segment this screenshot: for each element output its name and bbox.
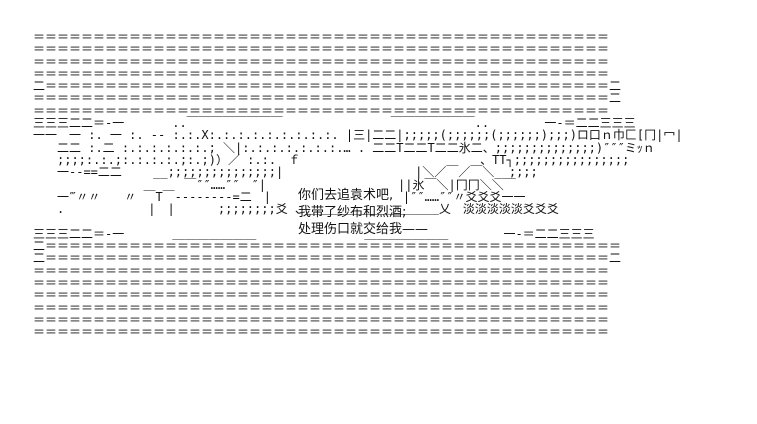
art-line: ＝＝＝＝＝＝＝＝＝＝＝＝＝＝＝＝＝＝＝＝＝＝＝＝＝＝＝＝＝＝＝＝＝＝＝＝＝＝＝＝… bbox=[33, 30, 610, 44]
art-line: ＝＝＝＝＝＝＝＝＝＝＝＝＝＝＝＝＝＝＝＝＝＝＝＝＝＝＝＝＝＝＝＝＝＝＝＝＝＝＝＝… bbox=[33, 91, 622, 106]
art-line: 一--==二二 __;;;;;;;;;;;;;;;| |＼／￣／￣＼__;;;; bbox=[33, 165, 538, 180]
art-line: ＝＝＝＝＝＝＝＝＝＝＝＝＝＝＝＝＝＝＝＝＝＝＝＝＝＝＝＝＝＝＝＝＝＝＝＝＝＝＝＝… bbox=[33, 54, 610, 69]
art-line: 一一 一 :. 一 :. -- :.:.X:.:.:.:.:.:.:.:.:. … bbox=[33, 128, 683, 143]
speech-line-3: 处理伤口就交给我—— bbox=[298, 222, 429, 237]
art-line: 二＝＝＝＝＝＝＝＝＝＝＝＝＝＝＝＝＝＝＝＝＝＝＝＝＝＝＝＝＝＝＝＝＝＝＝＝＝＝＝… bbox=[33, 251, 622, 266]
speech-line-2: 我带了纱布和烈酒; bbox=[298, 205, 407, 220]
art-line: 三三三二二＝-一 ＿＿＿＿＿＿＿ ＿＿＿＿＿＿＿ 一-＝二二三三三 bbox=[33, 226, 595, 241]
speech-bubble: 你们去追袁术吧, 我带了纱布和烈酒; 处理伤口就交给我—— bbox=[282, 183, 472, 263]
art-line: ＝＝＝＝＝＝＝＝＝＝＝＝＝＝＝＝＝＝＝＝＝＝＝＝＝＝＝＝＝＝＝＝＝＝＝＝＝＝＝＝… bbox=[33, 325, 610, 340]
art-line: ＝＝＝＝＝＝＝＝＝＝＝＝＝＝＝＝＝＝＝＝＝＝＝＝＝＝＝＝＝＝＝＝＝＝＝＝＝＝＝＝… bbox=[33, 103, 610, 118]
art-line: 二＝＝＝＝＝＝＝＝＝＝＝＝＝＝＝＝＝＝＝＝＝＝＝＝＝＝＝＝＝＝＝＝＝＝＝＝＝＝＝… bbox=[33, 239, 622, 254]
art-line: ＝＝＝＝＝＝＝＝＝＝＝＝＝＝＝＝＝＝＝＝＝＝＝＝＝＝＝＝＝＝＝＝＝＝＝＝＝＝＝＝… bbox=[33, 263, 610, 278]
art-line: ＝＝＝＝＝＝＝＝＝＝＝＝＝＝＝＝＝＝＝＝＝＝＝＝＝＝＝＝＝＝＝＝＝＝＝＝＝＝＝＝… bbox=[33, 42, 610, 57]
art-line: . | | ;;;;;;;;爻 、＿＿＿＿＿＿＿＿＿＿＿乂 淡淡淡淡淡爻爻爻 bbox=[33, 202, 559, 217]
ascii-art: ＝＝＝＝＝＝＝＝＝＝＝＝＝＝＝＝＝＝＝＝＝＝＝＝＝＝＝＝＝＝＝＝＝＝＝＝＝＝＝＝… bbox=[33, 30, 683, 340]
art-line: ＝＝＝＝＝＝＝＝＝＝＝＝＝＝＝＝＝＝＝＝＝＝＝＝＝＝＝＝＝＝＝＝＝＝＝＝＝＝＝＝… bbox=[33, 275, 610, 290]
art-line: 一‴〃〃 〃 ￣T￣--------=二 | |″″……″″〃爻爻爻一一 bbox=[33, 189, 526, 204]
art-line: 三三三二二＝-一 ..￣￣￣￣￣￣￣￣ ￣￣￣￣￣￣￣.. 一-＝二二三三三 bbox=[33, 116, 636, 131]
art-line: 二二 :.二 :.:.:.:.:.:.; ＼|:.:.:.:.:.:.:.… .… bbox=[33, 140, 655, 155]
art-line: ＝＝＝＝＝＝＝＝＝＝＝＝＝＝＝＝＝＝＝＝＝＝＝＝＝＝＝＝＝＝＝＝＝＝＝＝＝＝＝＝… bbox=[33, 288, 610, 303]
art-line: ;;;;:.:.;:.:.:.:.;:.;)）／ :.:. ｆ 、TT┐;;;;… bbox=[33, 152, 630, 167]
art-line: 二＝＝＝＝＝＝＝＝＝＝＝＝＝＝＝＝＝＝＝＝＝＝＝＝＝＝＝＝＝＝＝＝＝＝＝＝＝＝＝… bbox=[33, 79, 622, 94]
art-line: ＝＝＝＝＝＝＝＝＝＝＝＝＝＝＝＝＝＝＝＝＝＝＝＝＝＝＝＝＝＝＝＝＝＝＝＝＝＝＝＝… bbox=[33, 312, 610, 327]
art-line: ＝＝＝＝＝＝＝＝＝＝＝＝＝＝＝＝＝＝＝＝＝＝＝＝＝＝＝＝＝＝＝＝＝＝＝＝＝＝＝＝… bbox=[33, 66, 610, 81]
art-line: ￣″″……″″ ″| ||氷￣＼|冂冂＼＼￣ bbox=[33, 177, 516, 192]
art-line: ＝＝＝＝＝＝＝＝＝＝＝＝＝＝＝＝＝＝＝＝＝＝＝＝＝＝＝＝＝＝＝＝＝＝＝＝＝＝＝＝… bbox=[33, 300, 610, 315]
speech-line-1: 你们去追袁术吧, bbox=[298, 188, 394, 203]
